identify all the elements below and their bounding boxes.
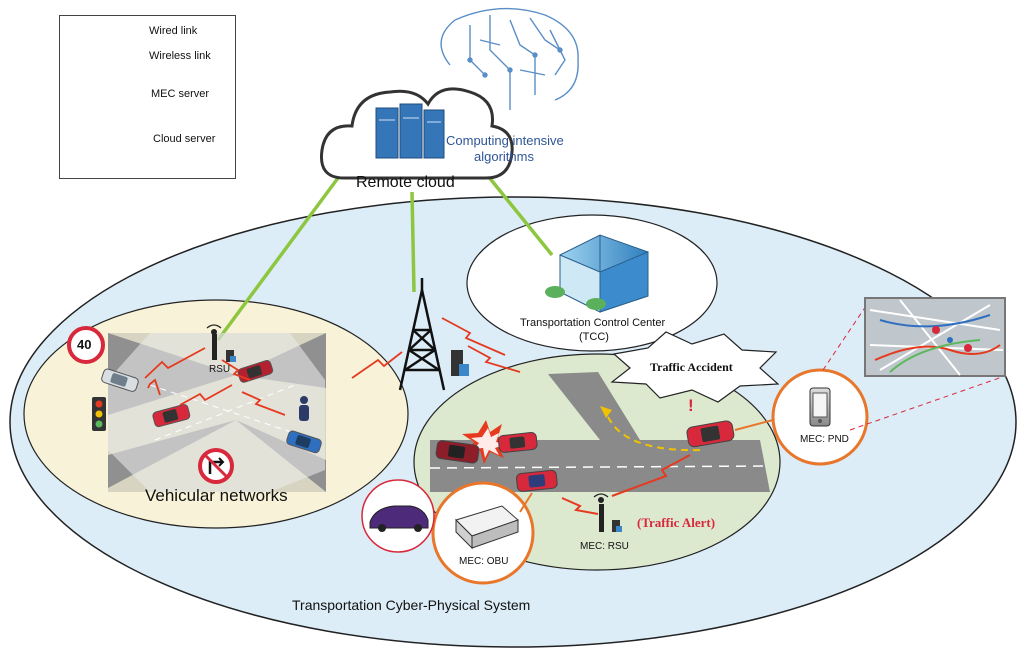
mec-rsu-label: MEC: RSU (580, 541, 629, 552)
pnd-link (734, 419, 774, 431)
legend-cloud-label: Cloud server (153, 133, 216, 145)
legend-wired-label: Wired link (149, 25, 198, 37)
mec-pnd-node (771, 368, 869, 466)
tower-wireless-links (351, 317, 521, 379)
vehicular-networks-title: Vehicular networks (145, 486, 288, 505)
remote-cloud-title: Remote cloud (356, 174, 455, 191)
no-right-turn-sign (198, 448, 234, 484)
wired-links (216, 174, 554, 342)
rsu-antenna-icon (206, 324, 236, 362)
legend (59, 15, 236, 179)
algorithms-label-line1: Computing intensive (446, 133, 564, 148)
algorithms-label-line2: algorithms (474, 149, 534, 164)
tcc-abbrev-label: (TCC) (579, 331, 609, 343)
tcc-building-icon (545, 234, 649, 313)
traffic-accident-burst (610, 331, 780, 403)
speed-limit-sign (67, 326, 105, 364)
vehicular-wireless-links (144, 347, 286, 416)
system-title: Transportation Cyber-Physical System (292, 597, 531, 613)
traffic-light-icon (92, 397, 106, 431)
traffic-accident-label: Traffic Accident (650, 360, 733, 374)
vehicular-cars (101, 360, 322, 454)
alert-wireless-links (561, 454, 691, 515)
vehicular-rsu-label: RSU (209, 364, 231, 375)
accident-road (429, 372, 771, 492)
map-inset (822, 297, 1006, 431)
speed-limit-value: 40 (77, 337, 92, 352)
mec-rsu-icon (593, 493, 622, 532)
mec-obu-label: MEC: OBU (459, 556, 509, 567)
accident-cars (435, 420, 735, 492)
traffic-alert-label: (Traffic Alert) (637, 515, 716, 530)
obu-car-node (361, 479, 435, 553)
tower-mec-server-icon (451, 350, 469, 376)
legend-wireless-label: Wireless link (149, 50, 211, 62)
pedestrian-icon (299, 396, 309, 421)
legend-mec-label: MEC server (151, 88, 210, 100)
brain-circuit-icon (440, 7, 579, 110)
obu-link (519, 492, 533, 513)
mec-obu-node (431, 481, 535, 585)
tcc-label: Transportation Control Center (520, 317, 666, 329)
crash-burst-icon (462, 420, 512, 464)
mec-pnd-label: MEC: PND (800, 434, 849, 445)
remote-cloud-icon (319, 87, 514, 180)
accident-exclamation: ! (688, 396, 694, 415)
cellular-tower-icon (398, 278, 446, 391)
